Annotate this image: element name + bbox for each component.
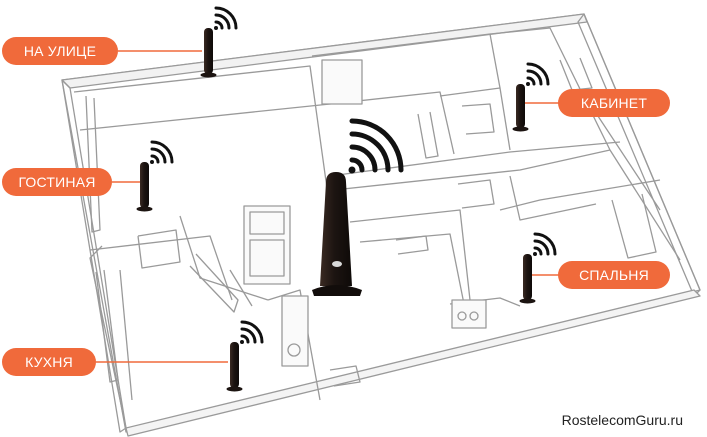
wifi-signal-icon	[240, 320, 264, 344]
room-label-living: ГОСТИНАЯ	[2, 168, 112, 196]
wifi-extender-icon	[200, 6, 238, 78]
wifi-signal-icon	[348, 118, 404, 174]
wifi-signal-icon	[150, 140, 174, 164]
wifi-extender-icon	[136, 140, 174, 212]
wifi-signal-icon	[526, 62, 550, 86]
wifi-signal-icon	[533, 232, 557, 256]
connector-lines	[96, 50, 560, 363]
room-label-cabinet: КАБИНЕТ	[558, 89, 670, 117]
room-label-outside: НА УЛИЦЕ	[2, 37, 118, 65]
wifi-signal-icon	[214, 6, 238, 30]
wifi-extender-icon	[519, 232, 557, 304]
wifi-extender-icon	[512, 62, 550, 132]
room-label-bedroom: СПАЛЬНЯ	[558, 261, 670, 289]
site-credit: RostelecomGuru.ru	[561, 412, 683, 428]
wifi-router-icon	[312, 118, 404, 296]
apartment-walls	[61, 13, 701, 437]
room-label-kitchen: КУХНЯ	[2, 348, 96, 376]
wifi-extender-icon	[226, 320, 264, 392]
